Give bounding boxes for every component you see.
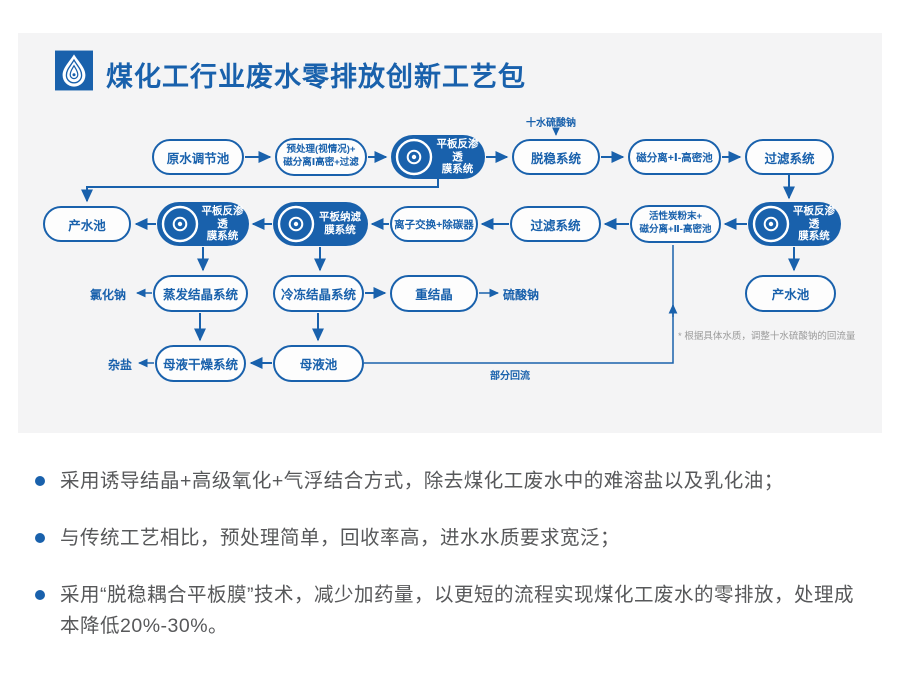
node-magnetic-separation-highdensity-1: 磁分离+Ⅰ-高密池 xyxy=(628,139,721,175)
flowchart-panel: 煤化工行业废水零排放创新工艺包 xyxy=(18,33,882,433)
node-filtration-system-2: 过滤系统 xyxy=(510,206,601,242)
list-item: 采用“脱稳耦合平板膜”技术，减少加药量，以更短的流程实现煤化工废水的零排放，处理… xyxy=(35,580,872,642)
bullet-text: 采用诱导结晶+高级氧化+气浮结合方式，除去煤化工废水中的难溶盐以及乳化油； xyxy=(60,470,784,492)
bullet-dot-icon xyxy=(35,533,45,543)
label-sodium-chloride: 氯化钠 xyxy=(90,288,127,302)
bullet-dot-icon xyxy=(35,590,45,600)
node-label: 平板纳滤膜系统 xyxy=(319,211,361,236)
label-partial-reflux: 部分回流 xyxy=(490,371,530,382)
node-mother-liquor-drying: 母液干燥系统 xyxy=(155,345,246,382)
node-pretreatment: 预处理(视情况)+磁分离Ⅰ高密+过滤 xyxy=(275,138,367,176)
node-label: 重结晶 xyxy=(415,288,453,302)
key-points-list: 采用诱导结晶+高级氧化+气浮结合方式，除去煤化工废水中的难溶盐以及乳化油； 与传… xyxy=(35,466,872,668)
bullet-text: 与传统工艺相比，预处理简单，回收率高，进水水质要求宽泛； xyxy=(60,527,621,549)
node-product-water-tank-left: 产水池 xyxy=(43,206,131,242)
bullet-dot-icon xyxy=(35,476,45,486)
node-label: 平板反渗透膜系统 xyxy=(436,138,479,176)
node-flat-ro-membrane-system-3: 平板反渗透膜系统 xyxy=(748,202,841,246)
node-label: 离子交换+除碳器 xyxy=(394,218,474,231)
node-flat-ro-membrane-system-1: 平板反渗透膜系统 xyxy=(391,135,485,179)
node-label: 冷冻结晶系统 xyxy=(280,288,356,302)
node-product-water-tank-right: 产水池 xyxy=(745,275,836,312)
node-mother-liquor-tank: 母液池 xyxy=(273,345,364,382)
node-label: 平板反渗透膜系统 xyxy=(793,205,835,243)
node-label: 产水池 xyxy=(68,218,106,233)
node-label: 活性炭粉末+磁分离+Ⅱ-高密池 xyxy=(639,211,712,235)
node-label: 产水池 xyxy=(771,288,810,302)
membrane-disc-icon xyxy=(394,137,434,177)
node-label: 蒸发结晶系统 xyxy=(162,288,238,302)
node-label: 过滤系统 xyxy=(764,151,815,166)
list-item: 与传统工艺相比，预处理简单，回收率高，进水水质要求宽泛； xyxy=(35,523,872,554)
membrane-disc-icon xyxy=(751,204,791,244)
node-raw-water-tank: 原水调节池 xyxy=(152,139,244,175)
node-flat-ro-membrane-system-2: 平板反渗透膜系统 xyxy=(157,202,249,246)
membrane-disc-icon xyxy=(160,204,200,244)
node-filtration-system-1: 过滤系统 xyxy=(745,139,834,175)
node-label: 磁分离+Ⅰ-高密池 xyxy=(636,151,713,164)
node-evaporation-crystallization: 蒸发结晶系统 xyxy=(153,275,248,312)
label-mixed-salt: 杂盐 xyxy=(108,358,133,372)
membrane-disc-icon xyxy=(276,204,316,244)
node-label: 过滤系统 xyxy=(530,218,581,233)
node-label: 预处理(视情况)+磁分离Ⅰ高密+过滤 xyxy=(283,144,359,168)
node-label: 平板反渗透膜系统 xyxy=(201,205,244,243)
label-sodium-sulfate-decahydrate: 十水硫酸钠 xyxy=(526,118,576,129)
bullet-text: 采用“脱稳耦合平板膜”技术，减少加药量，以更短的流程实现煤化工废水的零排放，处理… xyxy=(60,584,854,637)
page-title: 煤化工行业废水零排放创新工艺包 xyxy=(106,62,526,92)
node-recrystallization: 重结晶 xyxy=(390,275,478,312)
list-item: 采用诱导结晶+高级氧化+气浮结合方式，除去煤化工废水中的难溶盐以及乳化油； xyxy=(35,466,872,497)
diagram-footnote: * 根据具体水质，调整十水硫酸钠的回流量 xyxy=(678,331,856,342)
label-sodium-sulfate: 硫酸钠 xyxy=(503,288,540,302)
node-label: 母液干燥系统 xyxy=(162,358,238,372)
node-label: 原水调节池 xyxy=(166,151,230,166)
node-flat-nf-membrane-system: 平板纳滤膜系统 xyxy=(273,202,368,246)
node-label: 脱稳系统 xyxy=(530,151,581,166)
water-drop-logo-icon xyxy=(55,50,93,91)
node-label: 母液池 xyxy=(299,358,338,372)
node-freezing-crystallization: 冷冻结晶系统 xyxy=(273,275,364,312)
node-activated-carbon-highdensity: 活性炭粉末+磁分离+Ⅱ-高密池 xyxy=(630,205,721,243)
node-destabilization-system: 脱稳系统 xyxy=(512,139,600,175)
node-ion-exchange-decarbonizer: 离子交换+除碳器 xyxy=(390,206,478,242)
